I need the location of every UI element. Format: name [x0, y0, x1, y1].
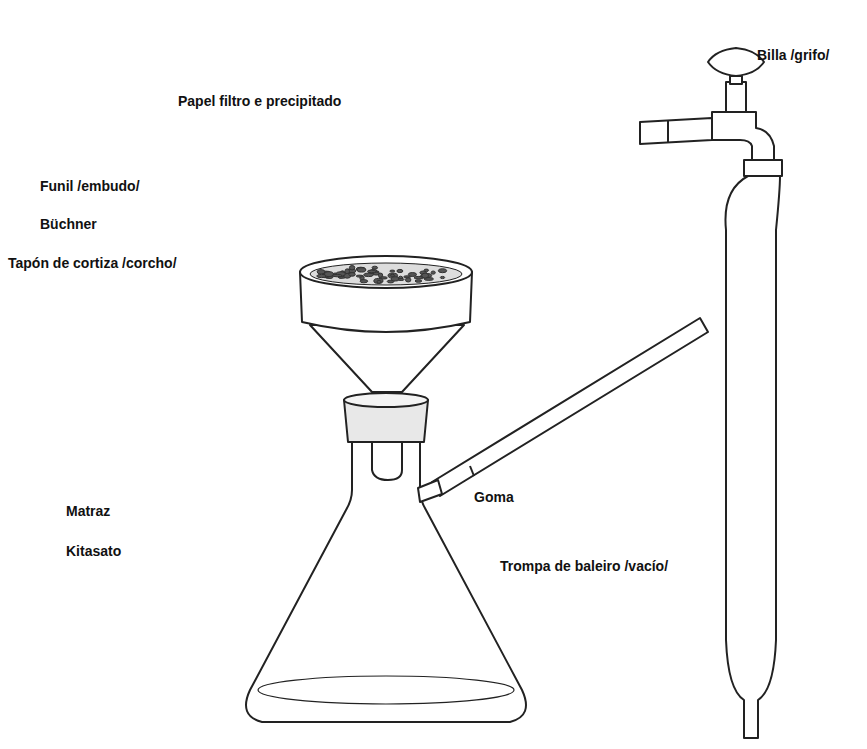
buchner-label: Büchner: [40, 215, 97, 233]
precipitate-grain: [364, 273, 374, 277]
funnel-cone: [310, 325, 464, 392]
trompa-collar: [744, 160, 782, 176]
precipitate-grain: [424, 269, 429, 271]
precipitate-grain: [406, 278, 411, 282]
precipitate-grain: [357, 268, 366, 272]
precipitate-grain: [368, 270, 376, 273]
flask-label: Matraz: [66, 502, 110, 520]
tap-body: [712, 112, 774, 160]
precipitate-grain: [390, 270, 395, 272]
precipitate-grain: [317, 270, 325, 274]
precipitate-grain: [360, 280, 368, 283]
precipitate-grain: [398, 279, 404, 281]
precipitate-grain: [372, 266, 378, 269]
tap-stem: [726, 82, 746, 112]
precipitate-grain: [356, 267, 365, 271]
buchner-rim: [300, 256, 472, 288]
flask-base-line: [258, 676, 514, 704]
tap-nut: [730, 76, 742, 84]
kitasato-flask: [246, 440, 526, 722]
tube-edge: [470, 466, 474, 476]
vacuum-pump-label: Trompa de baleiro /vacío/: [500, 557, 668, 575]
precipitate-grain: [378, 273, 382, 277]
precipitate-grain: [408, 273, 416, 277]
filter-paper-label: Papel filtro e precipitado: [178, 92, 341, 110]
precipitate-grain: [333, 274, 342, 276]
precipitate-grain: [440, 276, 444, 278]
kitasato-label: Kitasato: [66, 542, 121, 560]
precipitate-grain: [377, 280, 381, 283]
rubber-tube: [432, 318, 708, 496]
funnel-label: Funil /embudo/: [40, 177, 140, 195]
precipitate-grain: [415, 280, 422, 283]
precipitate-grain: [325, 272, 334, 277]
vacuum-pump-tube: [725, 176, 780, 738]
precipitate-grain: [431, 271, 435, 274]
tap-handle: [708, 48, 764, 76]
side-arm: [418, 480, 442, 502]
precipitate-grain: [349, 273, 355, 277]
precipitate-grain: [438, 269, 446, 273]
precipitate-grain: [374, 278, 383, 283]
precipitate-grain: [397, 269, 403, 272]
precipitate-grain: [356, 275, 362, 277]
precipitate-grain: [390, 274, 394, 276]
filter-paper-precipitate: [310, 263, 462, 285]
tap-label: Billa /grifo/: [757, 46, 829, 64]
rubber-label: Goma: [474, 488, 514, 506]
cork-top: [344, 393, 428, 407]
cork-label: Tapón de cortiza /corcho/: [8, 254, 177, 272]
water-pipe: [640, 118, 712, 144]
precipitate-grain: [422, 273, 429, 278]
precipitate-grain: [349, 266, 354, 270]
pipe-joint: [667, 120, 669, 143]
